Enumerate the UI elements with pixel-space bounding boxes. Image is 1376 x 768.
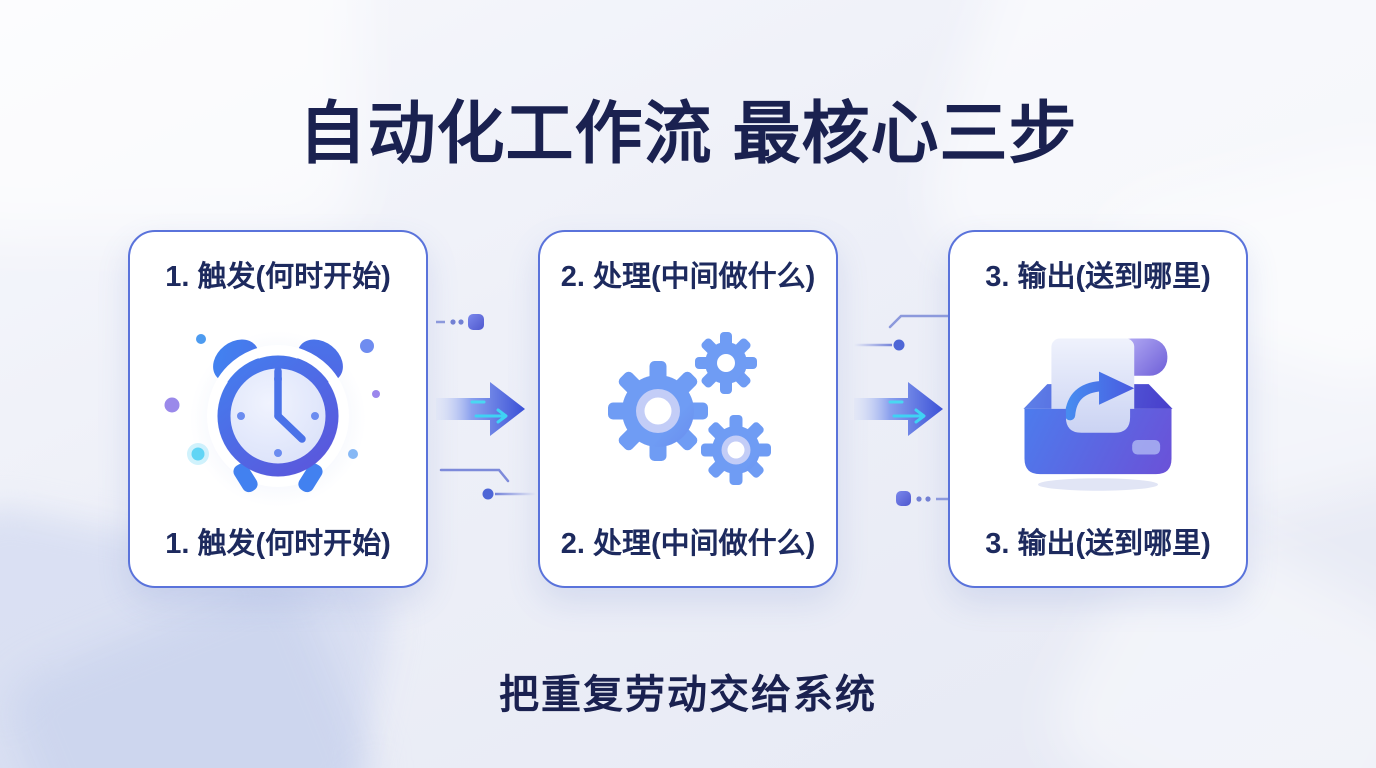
page-title: 自动化工作流 最核心三步 — [298, 96, 1078, 172]
sparkle-dot — [348, 449, 358, 459]
workflow-steps-row: 1. 触发(何时开始) — [128, 230, 1248, 588]
card-step-output: 3. 输出(送到哪里) — [948, 230, 1248, 588]
circuit-elbow-line — [888, 314, 948, 329]
circuit-elbow-line — [439, 468, 510, 483]
step-label-top: 2. 处理(中间做什么) — [560, 261, 816, 293]
gears-icon — [608, 332, 771, 485]
flow-arrow-icon — [854, 382, 943, 436]
circuit-node-line — [482, 488, 536, 500]
connector-2 — [838, 230, 948, 588]
alarm-clock-icon — [164, 331, 380, 507]
flow-arrow-icon — [436, 382, 525, 436]
circuit-square-dots — [896, 491, 948, 506]
connector-1 — [428, 230, 538, 588]
inbox-output-icon — [1023, 338, 1173, 491]
step-label-top: 1. 触发(何时开始) — [165, 261, 391, 293]
step-label-top: 3. 输出(送到哪里) — [985, 261, 1211, 293]
circuit-node-line — [854, 339, 905, 351]
step-label-bottom: 3. 输出(送到哪里) — [985, 528, 1211, 561]
sparkle-dot — [372, 390, 380, 398]
sparkle-dot — [360, 339, 374, 353]
step-label-bottom: 1. 触发(何时开始) — [165, 528, 391, 561]
sparkle-dot — [164, 397, 180, 413]
card-step-process: 2. 处理(中间做什么) — [538, 230, 838, 588]
card-step-trigger: 1. 触发(何时开始) — [128, 230, 428, 588]
circuit-square-dots — [436, 314, 484, 330]
footer-tagline: 把重复劳动交给系统 — [499, 673, 877, 717]
sparkle-dot — [196, 334, 206, 344]
step-label-bottom: 2. 处理(中间做什么) — [560, 528, 816, 561]
